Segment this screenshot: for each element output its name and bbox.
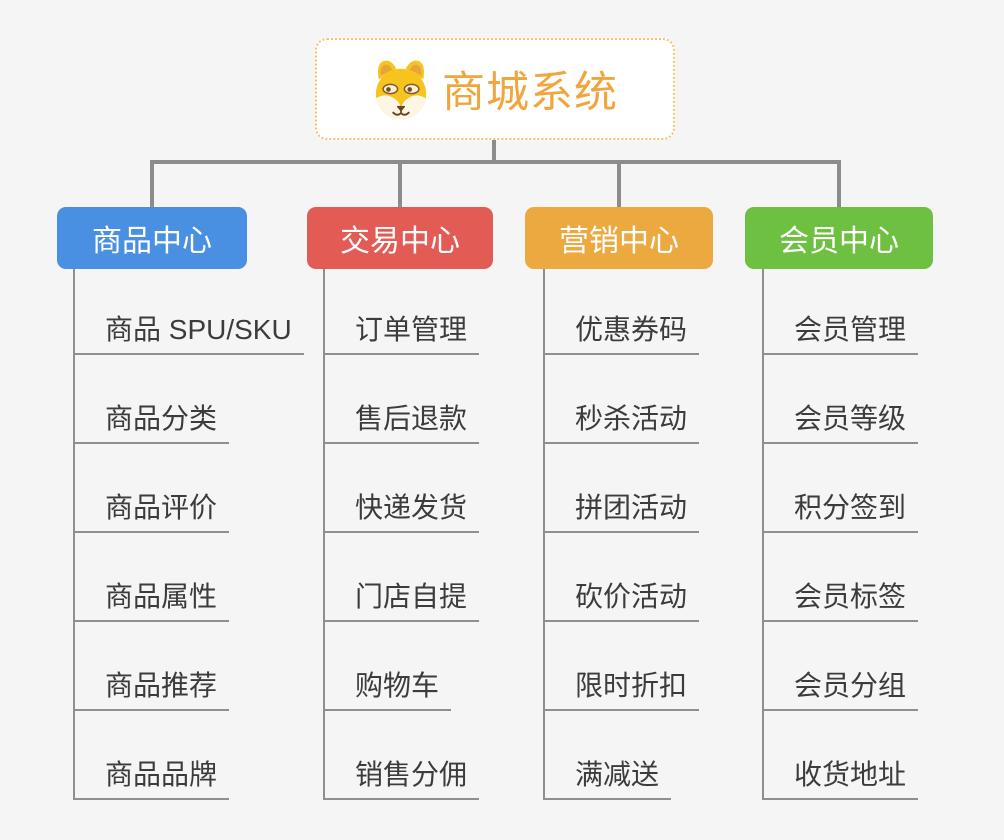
subtopic[interactable]: 商品 SPU/SKU [73,269,304,355]
branch-node-product-center[interactable]: 商品中心 [57,207,247,269]
branch-spine [762,269,764,800]
subtopic[interactable]: 砍价活动 [543,533,700,622]
root-topic-title: 商城系统 [442,69,618,117]
branch-children-trade-center: 订单管理 售后退款 快递发货 门店自提 购物车 销售分佣 [323,269,480,800]
branch-children-member-center: 会员管理 会员等级 积分签到 会员标签 会员分组 收货地址 [762,269,919,800]
subtopic[interactable]: 商品属性 [73,533,230,622]
connector-drop-3 [617,160,621,208]
branch-node-member-center[interactable]: 会员中心 [745,207,933,269]
subtopic[interactable]: 收货地址 [762,711,919,800]
subtopic[interactable]: 优惠券码 [543,269,700,355]
subtopic[interactable]: 会员管理 [762,269,919,355]
branch-node-marketing-center[interactable]: 营销中心 [525,207,713,269]
root-topic[interactable]: 商城系统 [315,38,675,140]
subtopic[interactable]: 会员标签 [762,533,919,622]
branch-spine [543,269,545,800]
subtopic[interactable]: 门店自提 [323,533,480,622]
subtopic[interactable]: 快递发货 [323,444,480,533]
branch-spine [323,269,325,800]
subtopic[interactable]: 满减送 [543,711,672,800]
subtopic[interactable]: 积分签到 [762,444,919,533]
subtopic[interactable]: 拼团活动 [543,444,700,533]
branch-spine [73,269,75,800]
subtopic[interactable]: 商品品牌 [73,711,230,800]
subtopic[interactable]: 购物车 [323,622,452,711]
subtopic[interactable]: 商品分类 [73,355,230,444]
connector-drop-2 [398,160,402,208]
branch-children-product-center: 商品 SPU/SKU 商品分类 商品评价 商品属性 商品推荐 商品品牌 [73,269,304,800]
subtopic[interactable]: 售后退款 [323,355,480,444]
connector-horizontal-bar [150,160,841,164]
subtopic[interactable]: 商品评价 [73,444,230,533]
subtopic[interactable]: 订单管理 [323,269,480,355]
connector-drop-4 [837,160,841,208]
subtopic[interactable]: 限时折扣 [543,622,700,711]
branch-node-trade-center[interactable]: 交易中心 [307,207,493,269]
shiba-dog-icon [372,58,430,120]
subtopic[interactable]: 会员分组 [762,622,919,711]
subtopic[interactable]: 销售分佣 [323,711,480,800]
subtopic[interactable]: 会员等级 [762,355,919,444]
branch-children-marketing-center: 优惠券码 秒杀活动 拼团活动 砍价活动 限时折扣 满减送 [543,269,700,800]
subtopic[interactable]: 秒杀活动 [543,355,700,444]
subtopic[interactable]: 商品推荐 [73,622,230,711]
connector-root-stub [492,140,496,162]
connector-drop-1 [150,160,154,208]
